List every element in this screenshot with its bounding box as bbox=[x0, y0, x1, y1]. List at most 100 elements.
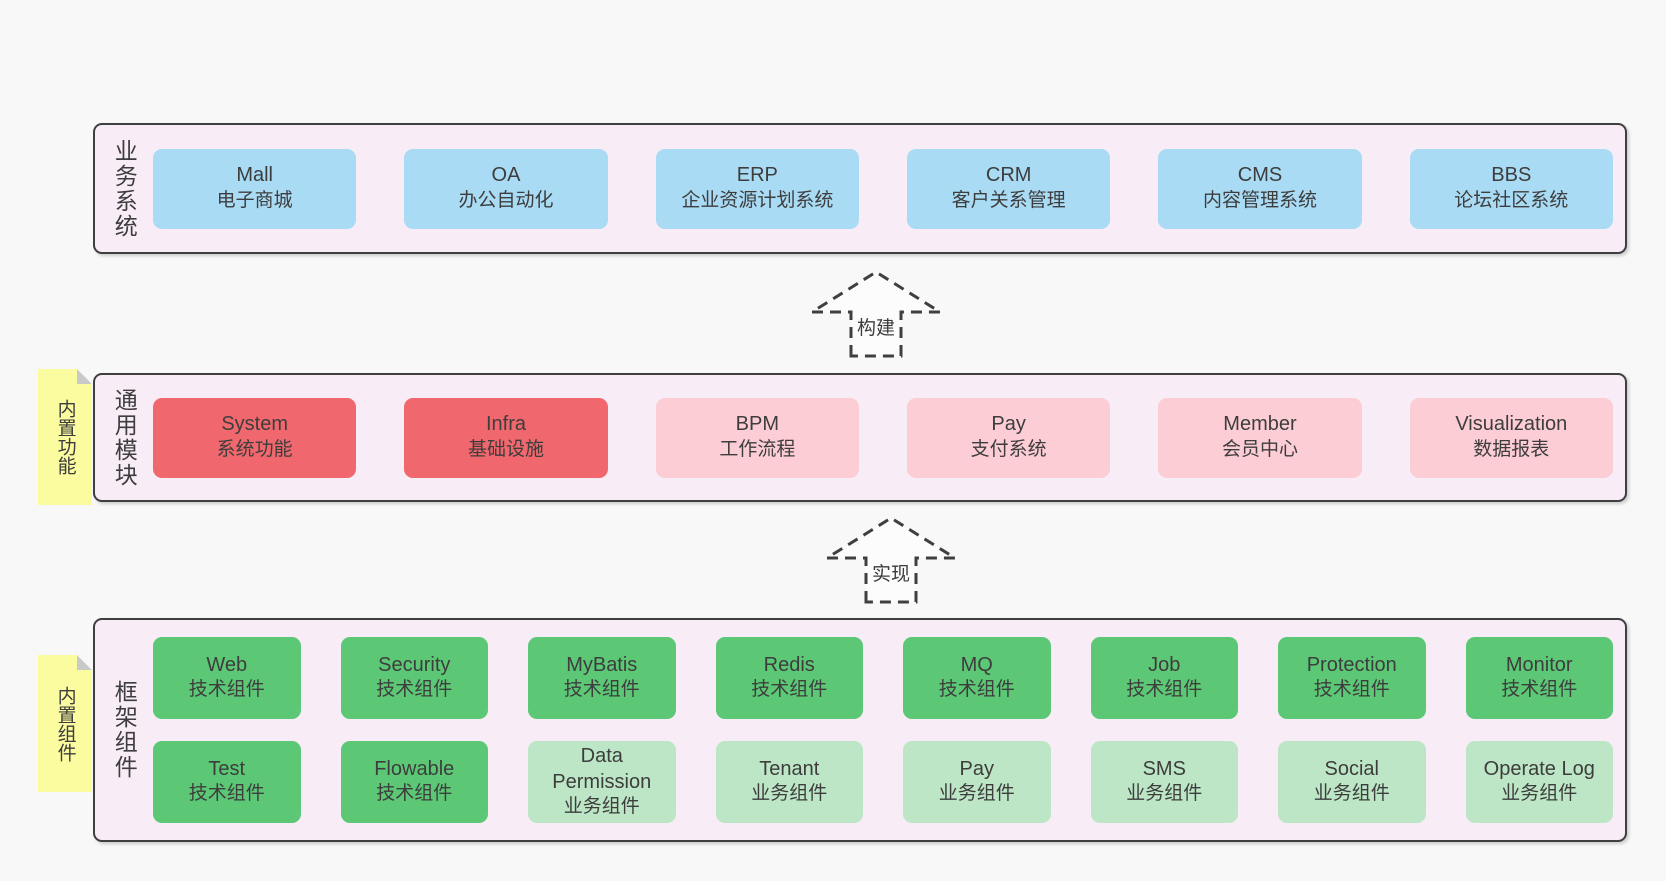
box-subtitle: 客户关系管理 bbox=[951, 189, 1066, 211]
box-erp: ERP 企业资源计划系统 bbox=[655, 148, 859, 229]
sticky-note-label: 内置功能 bbox=[54, 399, 76, 475]
box-pay-biz: Pay 业务组件 bbox=[903, 741, 1051, 823]
box-test: Test 技术组件 bbox=[153, 741, 301, 823]
box-bbs: BBS 论坛社区系统 bbox=[1409, 148, 1613, 229]
box-title: ERP bbox=[736, 164, 778, 187]
up-arrow-icon bbox=[821, 516, 961, 604]
box-title: Web bbox=[206, 653, 248, 676]
layer-label-framework-components: 框架组件 bbox=[111, 680, 138, 780]
box-subtitle: 技术组件 bbox=[563, 679, 640, 701]
box-row: Test 技术组件 Flowable 技术组件 Data Permission … bbox=[153, 741, 1613, 823]
box-subtitle: 技术组件 bbox=[1501, 679, 1578, 701]
box-subtitle: 技术组件 bbox=[1126, 679, 1203, 701]
box-title: Infra bbox=[485, 413, 526, 436]
box-row: Mall 电子商城 OA 办公自动化 ERP 企业资源计划系统 CRM 客户关系… bbox=[153, 148, 1613, 229]
box-mybatis: MyBatis 技术组件 bbox=[528, 637, 676, 719]
box-subtitle: 业务组件 bbox=[1501, 783, 1578, 805]
box-title: CRM bbox=[985, 164, 1032, 187]
box-crm: CRM 客户关系管理 bbox=[906, 148, 1111, 229]
box-subtitle: 技术组件 bbox=[751, 679, 828, 701]
box-social: Social 业务组件 bbox=[1278, 741, 1426, 823]
box-job: Job 技术组件 bbox=[1090, 637, 1238, 719]
box-title: MQ bbox=[960, 653, 993, 676]
box-subtitle: 技术组件 bbox=[376, 783, 453, 805]
arrow-build: 构建 bbox=[801, 266, 951, 358]
box-title: Data Permission bbox=[552, 745, 652, 793]
box-monitor: Monitor 技术组件 bbox=[1465, 637, 1613, 719]
box-row: Web 技术组件 Security 技术组件 MyBatis 技术组件 Redi… bbox=[153, 637, 1613, 719]
layer-rows: Mall 电子商城 OA 办公自动化 ERP 企业资源计划系统 CRM 客户关系… bbox=[153, 125, 1625, 252]
box-visualization: Visualization 数据报表 bbox=[1409, 397, 1613, 478]
box-protection: Protection 技术组件 bbox=[1278, 637, 1426, 719]
box-subtitle: 会员中心 bbox=[1221, 438, 1298, 460]
box-title: Redis bbox=[763, 653, 815, 676]
box-row: System 系统功能 Infra 基础设施 BPM 工作流程 Pay 支付系统… bbox=[153, 397, 1613, 478]
box-subtitle: 技术组件 bbox=[376, 679, 453, 701]
box-title: Tenant bbox=[759, 757, 820, 780]
box-subtitle: 技术组件 bbox=[188, 679, 265, 701]
box-title: Monitor bbox=[1505, 653, 1573, 676]
up-arrow-icon bbox=[806, 270, 946, 358]
box-system: System 系统功能 bbox=[153, 397, 357, 478]
box-title: Pay bbox=[959, 757, 994, 780]
layer-framework-components: 框架组件 Web 技术组件 Security 技术组件 MyBatis 技术组件… bbox=[93, 618, 1627, 842]
box-subtitle: 支付系统 bbox=[970, 438, 1047, 460]
box-subtitle: 业务组件 bbox=[751, 783, 828, 805]
sticky-note-label: 内置组件 bbox=[54, 685, 76, 762]
arrow-build-label: 构建 bbox=[853, 313, 899, 340]
box-infra: Infra 基础设施 bbox=[404, 397, 608, 478]
sticky-note-builtin-features: 内置功能 bbox=[38, 369, 92, 505]
layer-common-modules: 通用模块 System 系统功能 Infra 基础设施 BPM 工作流程 Pay… bbox=[93, 373, 1627, 502]
box-subtitle: 技术组件 bbox=[938, 679, 1015, 701]
box-data-permission: Data Permission 业务组件 bbox=[528, 741, 676, 823]
box-oa: OA 办公自动化 bbox=[404, 148, 608, 229]
box-subtitle: 办公自动化 bbox=[458, 189, 554, 211]
box-subtitle: 论坛社区系统 bbox=[1454, 189, 1569, 211]
layer-business-systems: 业务系统 Mall 电子商城 OA 办公自动化 ERP 企业资源计划系统 CRM… bbox=[93, 123, 1627, 254]
box-pay: Pay 支付系统 bbox=[906, 397, 1111, 478]
box-subtitle: 企业资源计划系统 bbox=[681, 189, 834, 211]
box-sms: SMS 业务组件 bbox=[1090, 741, 1238, 823]
box-title: Mall bbox=[236, 164, 273, 187]
box-subtitle: 技术组件 bbox=[188, 783, 265, 805]
box-title: Member bbox=[1223, 413, 1297, 436]
box-title: BBS bbox=[1491, 164, 1532, 187]
box-title: Job bbox=[1148, 653, 1181, 676]
box-operate-log: Operate Log 业务组件 bbox=[1465, 741, 1613, 823]
box-title: Security bbox=[378, 653, 451, 676]
box-subtitle: 内容管理系统 bbox=[1202, 189, 1317, 211]
box-flowable: Flowable 技术组件 bbox=[340, 741, 488, 823]
box-title: Visualization bbox=[1455, 413, 1568, 436]
box-title: Pay bbox=[991, 413, 1026, 436]
box-title: OA bbox=[491, 164, 521, 187]
box-subtitle: 业务组件 bbox=[1313, 783, 1390, 805]
box-web: Web 技术组件 bbox=[153, 637, 301, 719]
box-title: Flowable bbox=[374, 757, 455, 780]
box-mall: Mall 电子商城 bbox=[153, 148, 357, 229]
box-tenant: Tenant 业务组件 bbox=[715, 741, 863, 823]
box-title: SMS bbox=[1142, 757, 1186, 780]
box-subtitle: 数据报表 bbox=[1473, 438, 1550, 460]
arrow-implement-label: 实现 bbox=[868, 559, 914, 586]
box-member: Member 会员中心 bbox=[1158, 397, 1362, 478]
box-subtitle: 工作流程 bbox=[719, 438, 796, 460]
layer-rows: Web 技术组件 Security 技术组件 MyBatis 技术组件 Redi… bbox=[153, 620, 1625, 840]
box-security: Security 技术组件 bbox=[340, 637, 488, 719]
layer-label-common-modules: 通用模块 bbox=[111, 387, 138, 488]
box-subtitle: 业务组件 bbox=[563, 796, 640, 818]
box-subtitle: 业务组件 bbox=[938, 783, 1015, 805]
box-title: CMS bbox=[1237, 164, 1283, 187]
layer-label-business-systems: 业务系统 bbox=[111, 138, 138, 239]
box-title: System bbox=[221, 413, 288, 436]
box-subtitle: 基础设施 bbox=[467, 438, 544, 460]
box-redis: Redis 技术组件 bbox=[715, 637, 863, 719]
box-subtitle: 技术组件 bbox=[1313, 679, 1390, 701]
arrow-implement: 实现 bbox=[816, 512, 966, 604]
box-mq: MQ 技术组件 bbox=[903, 637, 1051, 719]
box-title: BPM bbox=[735, 413, 779, 436]
box-cms: CMS 内容管理系统 bbox=[1158, 148, 1362, 229]
box-title: Protection bbox=[1306, 653, 1397, 676]
box-title: Operate Log bbox=[1483, 757, 1595, 780]
box-subtitle: 电子商城 bbox=[216, 189, 293, 211]
box-title: Social bbox=[1324, 757, 1379, 780]
